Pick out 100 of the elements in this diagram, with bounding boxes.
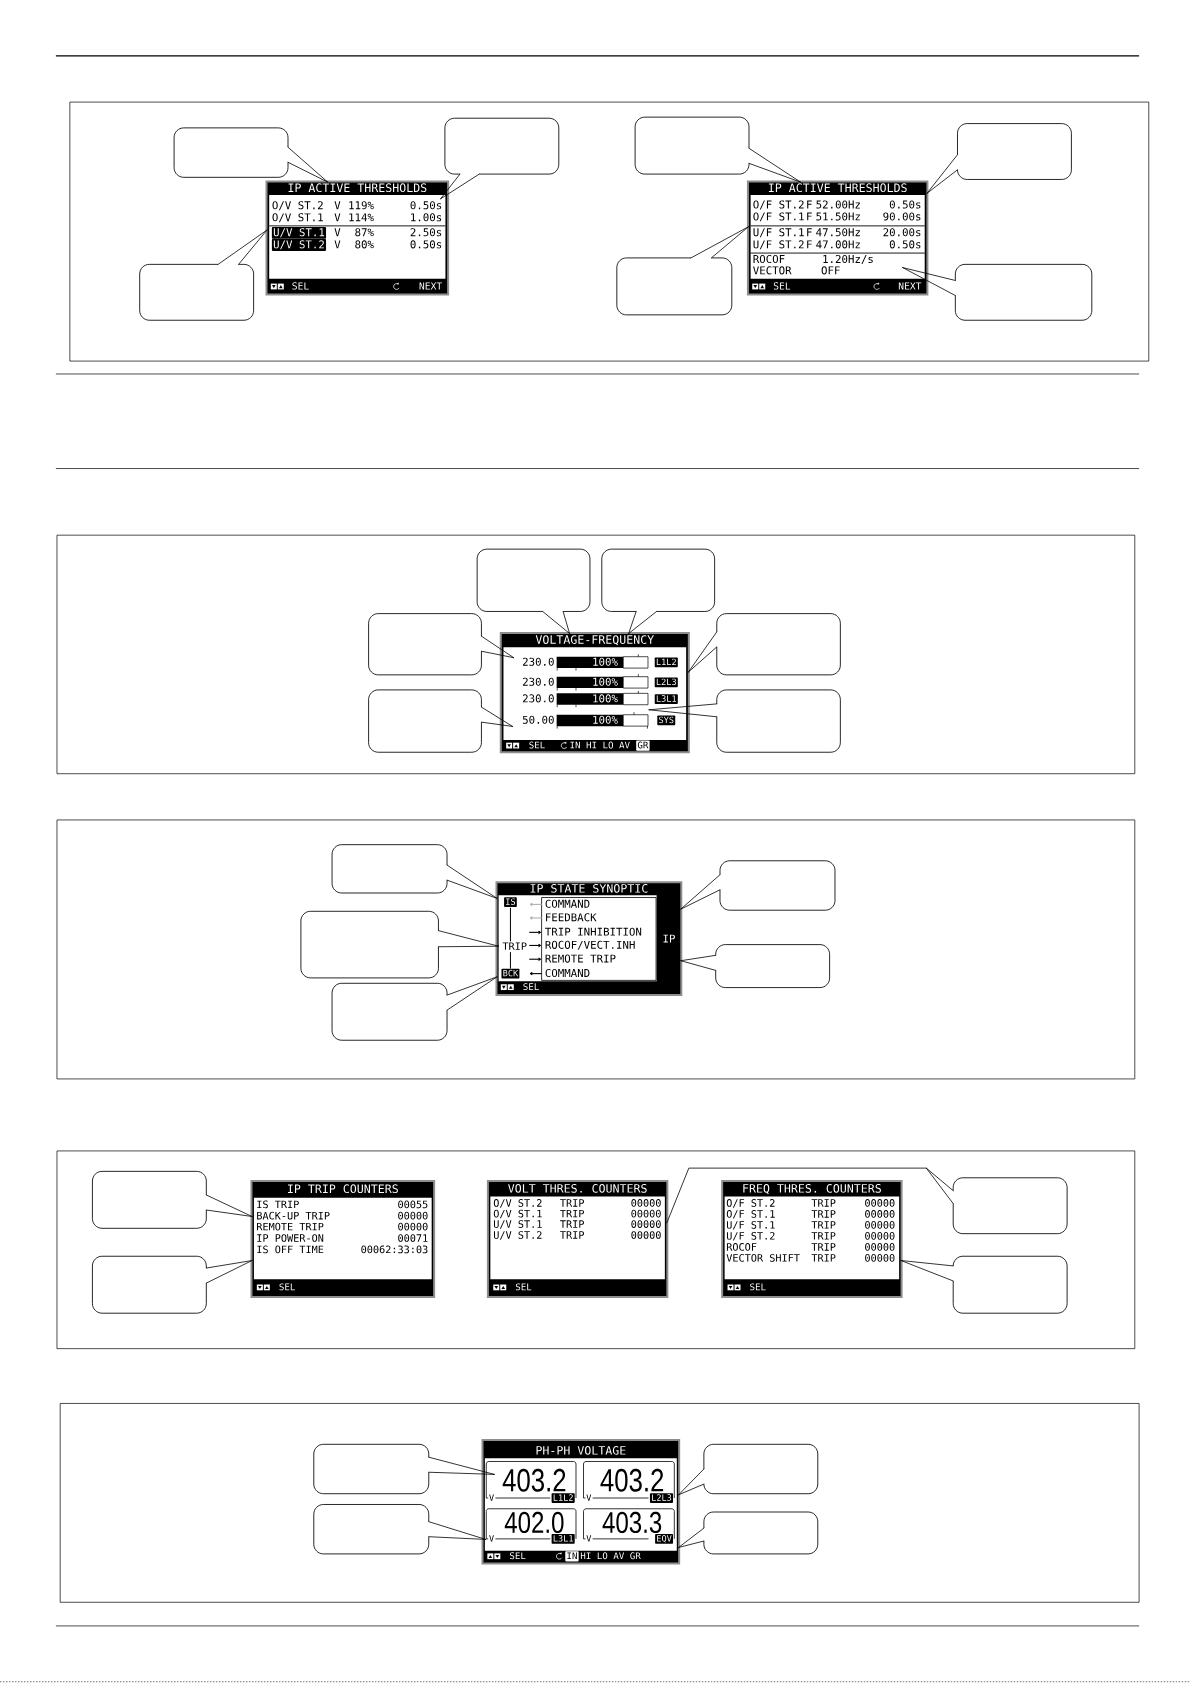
callout-bubble [444, 117, 560, 175]
unit-label: V [489, 1494, 495, 1501]
percent-text: 100% [593, 694, 618, 703]
percent-text: 100% [593, 657, 618, 666]
value-text: 0.50s [890, 200, 921, 209]
menu-label: O/F ST.1 [726, 1210, 775, 1219]
leader-line [926, 154, 959, 194]
callout-bubble [368, 689, 482, 753]
menu-label: U/F ST.2 [727, 1232, 775, 1241]
callout-bubble [313, 1443, 430, 1495]
value-text: 50.00 [523, 715, 554, 724]
menu-label: FEEDBACK [546, 913, 597, 922]
callout-bubble [716, 613, 841, 676]
value-text: 52.00Hz [816, 200, 861, 209]
leader-line [440, 173, 480, 200]
callout-bubble [331, 844, 448, 894]
leader-line [481, 706, 514, 727]
menu-label: TRIP INHIBITION [545, 927, 642, 936]
value-text: 00000 [865, 1210, 895, 1218]
value-text: 00000 [865, 1232, 895, 1240]
value-text: 00000 [631, 1231, 661, 1239]
menu-label: U/V ST.2 [494, 1231, 542, 1240]
leader-line [428, 1456, 495, 1475]
leader-line [438, 930, 500, 948]
leader-line [428, 1521, 487, 1540]
menu-label: U/F ST.1 [753, 228, 804, 238]
softkey-label: HI LO AV GR [581, 1552, 641, 1560]
softkey-label: SEL [774, 282, 791, 290]
value-text: TRIP [560, 1231, 585, 1239]
value-text: 00000 [865, 1243, 895, 1251]
percent-text: 100% [593, 715, 618, 724]
callout-bubble [616, 257, 733, 316]
leader-line [748, 147, 802, 183]
phase-tag: L2L3 [654, 677, 678, 688]
reading-value: 403.2 [502, 1468, 566, 1492]
value-text: 230.0 [523, 677, 554, 686]
reading-value: 403.2 [600, 1468, 664, 1492]
value-text: 1.00s [411, 213, 442, 222]
value-text: 00000 [631, 1209, 661, 1218]
softkey-label: SEL [523, 983, 540, 991]
callout-bubble [476, 548, 591, 612]
softkey-label: SEL [279, 1283, 296, 1291]
screen-title: PH-PH VOLTAGE [536, 1446, 626, 1455]
value-text: 00000 [631, 1220, 661, 1228]
screen-title: VOLT THRES. COUNTERS [508, 1184, 647, 1193]
callout-bubble [703, 1443, 819, 1495]
softkey-label: SEL [750, 1283, 766, 1291]
value-text: TRIP [811, 1210, 836, 1218]
menu-label: O/V ST.2 [494, 1199, 542, 1208]
value-text: F [807, 200, 812, 209]
softkey-label: SEL [516, 1283, 532, 1291]
menu-label: IS TRIP [257, 1200, 299, 1209]
callout-bubble [313, 1504, 430, 1555]
menu-label: COMMAND [545, 899, 590, 908]
callout-bubble [368, 613, 482, 676]
phase-tag: L3L1 [551, 1534, 575, 1544]
value-text: 51.50Hz [816, 212, 861, 221]
callout-bubble [715, 944, 831, 988]
value-text: 2.50s [410, 228, 442, 237]
value-text: TRIP [811, 1232, 836, 1240]
value-text: 00000 [865, 1254, 895, 1262]
value-text: 47.00Hz [816, 240, 861, 249]
softkey-label: NEXT [419, 282, 443, 290]
leader-line [688, 631, 718, 673]
callout-bubble [300, 910, 440, 979]
state-tag: BCK [501, 968, 520, 979]
menu-label: IP POWER-ON [257, 1234, 324, 1242]
value-text: V [334, 228, 341, 237]
menu-label: O/V ST.1 [494, 1209, 542, 1219]
callout-bubble [331, 982, 448, 1041]
callout-bubble [601, 548, 716, 612]
callout-bubble [139, 263, 255, 321]
menu-label: U/F ST.1 [727, 1221, 775, 1230]
menu-label: TRIP [502, 942, 527, 950]
value-text: 114% [349, 213, 374, 222]
menu-label: IS OFF TIME [257, 1245, 324, 1254]
value-text: 00000 [865, 1221, 895, 1229]
value-text: 47.50Hz [816, 228, 861, 237]
menu-label: ROCOF [753, 254, 785, 264]
leader-line [446, 864, 498, 899]
unit-label: V [489, 1535, 495, 1542]
menu-label: VECTOR SHIFT [726, 1254, 800, 1262]
menu-label: REMOTE TRIP [545, 954, 616, 963]
leader-line [678, 1527, 705, 1548]
value-text: 230.0 [523, 657, 554, 666]
leader-line [648, 703, 718, 718]
leader-line [678, 1468, 705, 1496]
callout-bubble [92, 1170, 207, 1229]
menu-label: U/V ST.1 [494, 1220, 542, 1229]
value-text: F [807, 212, 812, 221]
percent-text: 100% [593, 677, 618, 686]
state-tag: IS [504, 897, 517, 908]
leader-line [628, 611, 658, 634]
value-text: 00000 [398, 1222, 428, 1231]
softkey-label: SEL [529, 741, 545, 749]
value-text: 00055 [398, 1200, 428, 1209]
softkey-label: IN HI LO AV [570, 741, 630, 749]
unit-label: V [586, 1494, 592, 1501]
leader-line [680, 954, 717, 971]
callout-bubble [92, 1255, 207, 1314]
